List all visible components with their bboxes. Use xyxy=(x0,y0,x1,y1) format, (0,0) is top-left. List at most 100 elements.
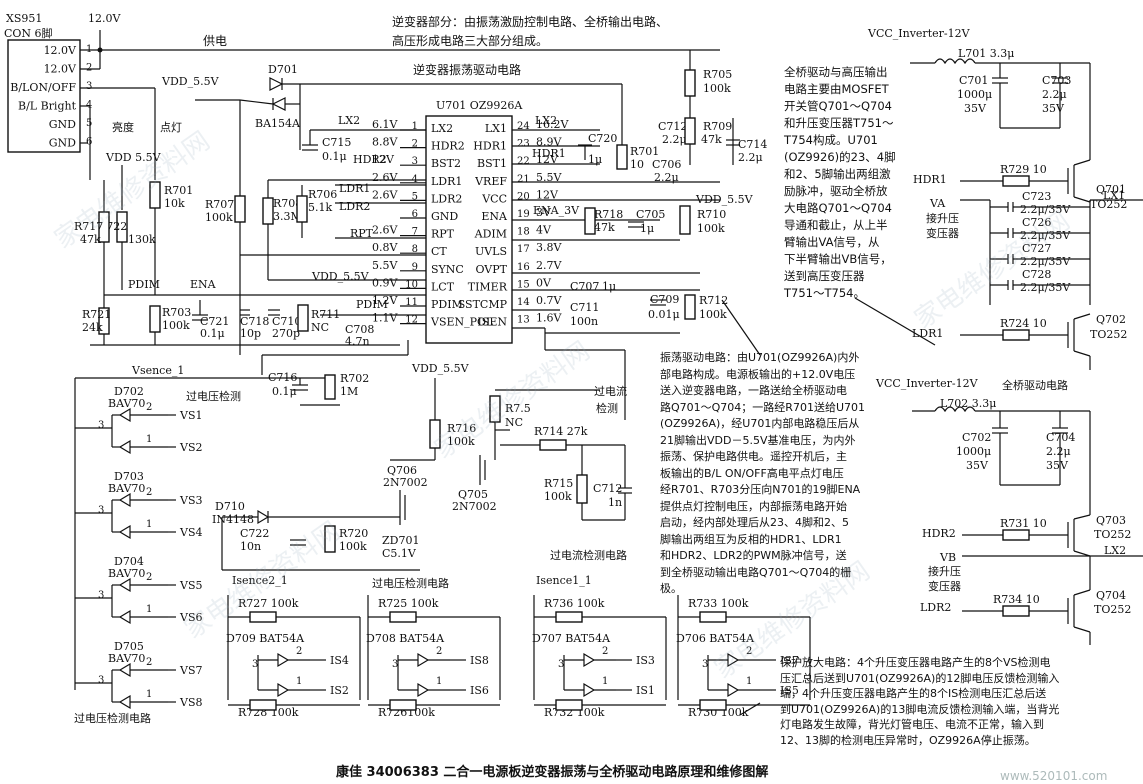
bridge-cap-label: C723 xyxy=(1022,190,1051,203)
ic-pin-right-18: ADIM xyxy=(474,228,507,241)
bat54a-label: D708 BAT54A xyxy=(366,632,445,645)
bat-top-resistor: R727 100k xyxy=(238,597,299,610)
ic-pin-left-10: LCT xyxy=(431,280,455,293)
r724-label: R724 10 xyxy=(1000,317,1047,330)
c703-voltage: 35V xyxy=(1042,102,1065,115)
q704-value: TO252 xyxy=(1094,603,1131,616)
bat54a-label: D709 BAT54A xyxy=(226,632,305,645)
hdr1-label-right: HDR1 xyxy=(532,147,566,160)
q705-value: 2N7002 xyxy=(452,500,497,513)
is-signal-label: IS1 xyxy=(636,684,655,697)
bat54a-label: D706 BAT54A xyxy=(676,632,755,645)
isence1-label: Isence1_1 xyxy=(536,574,592,587)
full-bridge-lower: VCC_Inverter-12V L702 3.3μ C702 1000μ 35… xyxy=(875,377,1143,645)
lx1-label-bridge: LX1 xyxy=(1103,189,1125,202)
ic-pin-voltage: 16.2V xyxy=(536,118,569,131)
ic-pin-number: 24 xyxy=(517,121,530,132)
r716-label: R716 xyxy=(447,422,476,435)
inverter-intro-line2: 高压形成电路三大部分组成。 xyxy=(392,33,548,48)
ic-pin-left-12: VSEN_POL xyxy=(430,316,494,329)
ic-pin-number: 12 xyxy=(405,315,418,326)
r707-value: 100k xyxy=(205,211,233,224)
r706-label: R706 xyxy=(308,188,337,201)
pin-number: 1 xyxy=(746,676,752,687)
r702-value: 1M xyxy=(340,385,358,398)
lx2-label-bridge: LX2 xyxy=(1104,544,1126,557)
divider-network: VDD 5.5V R722 130k R701 10k R717 47k PDI… xyxy=(74,151,426,348)
zd701-value: C5.1V xyxy=(382,547,417,560)
connector-pin-label: GND xyxy=(49,118,76,131)
bat-top-resistor: R733 100k xyxy=(688,597,749,610)
ic-pin-right-16: OVPT xyxy=(475,263,507,276)
ic-pin-left-4: LDR1 xyxy=(431,175,462,188)
r706-value: 5.1k xyxy=(308,201,332,214)
bridge-cap-value: 2.2μ/35V xyxy=(1020,229,1071,242)
c707-value: 1μ xyxy=(602,280,616,293)
ic-pin-right-17: UVLS xyxy=(475,245,507,258)
pin-number: 1 xyxy=(146,689,152,700)
vs-signal-label: VS5 xyxy=(179,579,202,592)
pin-number: 3 xyxy=(702,659,708,670)
r701-value: 10k xyxy=(164,197,185,210)
ic-pin-left-7: RPT xyxy=(431,228,455,241)
ic-pin-number: 5 xyxy=(412,191,418,202)
over-current-detect-label-2: 检测 xyxy=(596,401,618,415)
bridge-cap-value: 2.2μ/35V xyxy=(1020,203,1071,216)
c706-label: C706 xyxy=(652,158,681,171)
ic-pin-voltage: 1.1V xyxy=(372,312,398,325)
r705-value: 100k xyxy=(703,82,731,95)
q701-value: TO252 xyxy=(1090,198,1127,211)
ic-pin-number: 9 xyxy=(412,262,418,273)
r705-label: R705 xyxy=(703,68,732,81)
pin-number: 3 xyxy=(558,659,564,670)
vcc-inv-label-2: VCC_Inverter-12V xyxy=(875,377,979,390)
is-signal-label: IS4 xyxy=(330,654,349,667)
bav70-ref: D704 xyxy=(114,555,144,568)
ic-pin-right-19: ENA xyxy=(481,210,508,223)
protection-note: 保护放大电路：4个升压变压器电路产生的8个VS检测电 压汇总后送到U701(OZ… xyxy=(780,656,1060,747)
ic-pin-voltage: 5.5V xyxy=(372,259,398,272)
l701-label: L701 3.3μ xyxy=(958,47,1014,60)
bridge-cap-value: 2.2μ/35V xyxy=(1020,281,1071,294)
c704-label: C704 xyxy=(1046,431,1075,444)
vdd55b-label: VDD 5.5V xyxy=(105,151,162,164)
ldr2-label-bridge: LDR2 xyxy=(920,601,951,614)
ic-pin-number: 20 xyxy=(517,191,530,202)
r708-value: 3.3M xyxy=(273,210,302,223)
r710-value: 100k xyxy=(697,222,725,235)
is-signal-label: IS7 xyxy=(780,654,799,667)
r709-value: 47k xyxy=(701,133,722,146)
ic-pin-left-2: HDR2 xyxy=(431,140,465,153)
ic-pin-number: 15 xyxy=(517,279,530,290)
bav70-part: BAV70 xyxy=(108,482,145,495)
connector-pin-label: 12.0V xyxy=(44,44,77,57)
c716-value: 0.1μ xyxy=(272,385,297,398)
ic-pin-number: 13 xyxy=(517,315,530,326)
ic-pin-voltage: 0.9V xyxy=(372,276,398,289)
c711-label: C711 xyxy=(570,301,599,314)
d710-label: D710 xyxy=(215,500,245,513)
connector-pin-number: 4 xyxy=(86,100,92,111)
vcc-inv-label-1: VCC_Inverter-12V xyxy=(867,27,971,40)
c702-label: C702 xyxy=(962,431,991,444)
r734-label: R734 10 xyxy=(993,593,1040,606)
ic-pin-number: 7 xyxy=(412,227,418,238)
c706-value: 2.2μ xyxy=(654,171,679,184)
r708-label: R708 xyxy=(273,197,302,210)
c714-value: 2.2μ xyxy=(738,151,763,164)
pin-number: 2 xyxy=(146,572,152,583)
bav70-diode-group: D702BAV7032VS11VS2D703BAV7032VS31VS4D704… xyxy=(74,378,202,710)
ic-pin-left-9: SYNC xyxy=(431,263,464,276)
ic-pin-number: 18 xyxy=(517,227,530,238)
inverter-intro-line1: 逆变器部分：由振荡激励控制电路、全桥输出电路、 xyxy=(392,14,668,29)
r729-label: R729 10 xyxy=(1000,163,1047,176)
r712-value: 100k xyxy=(699,308,727,321)
is-signal-label: IS8 xyxy=(470,654,489,667)
vs-signal-label: VS1 xyxy=(179,409,202,422)
ic-pin-voltage: 8.9V xyxy=(536,136,562,149)
ic-pin-number: 6 xyxy=(412,209,418,220)
c708-value: 4.7n xyxy=(345,335,370,348)
zd701-label: ZD701 xyxy=(382,534,419,547)
bridge-cap-label: C726 xyxy=(1022,216,1051,229)
